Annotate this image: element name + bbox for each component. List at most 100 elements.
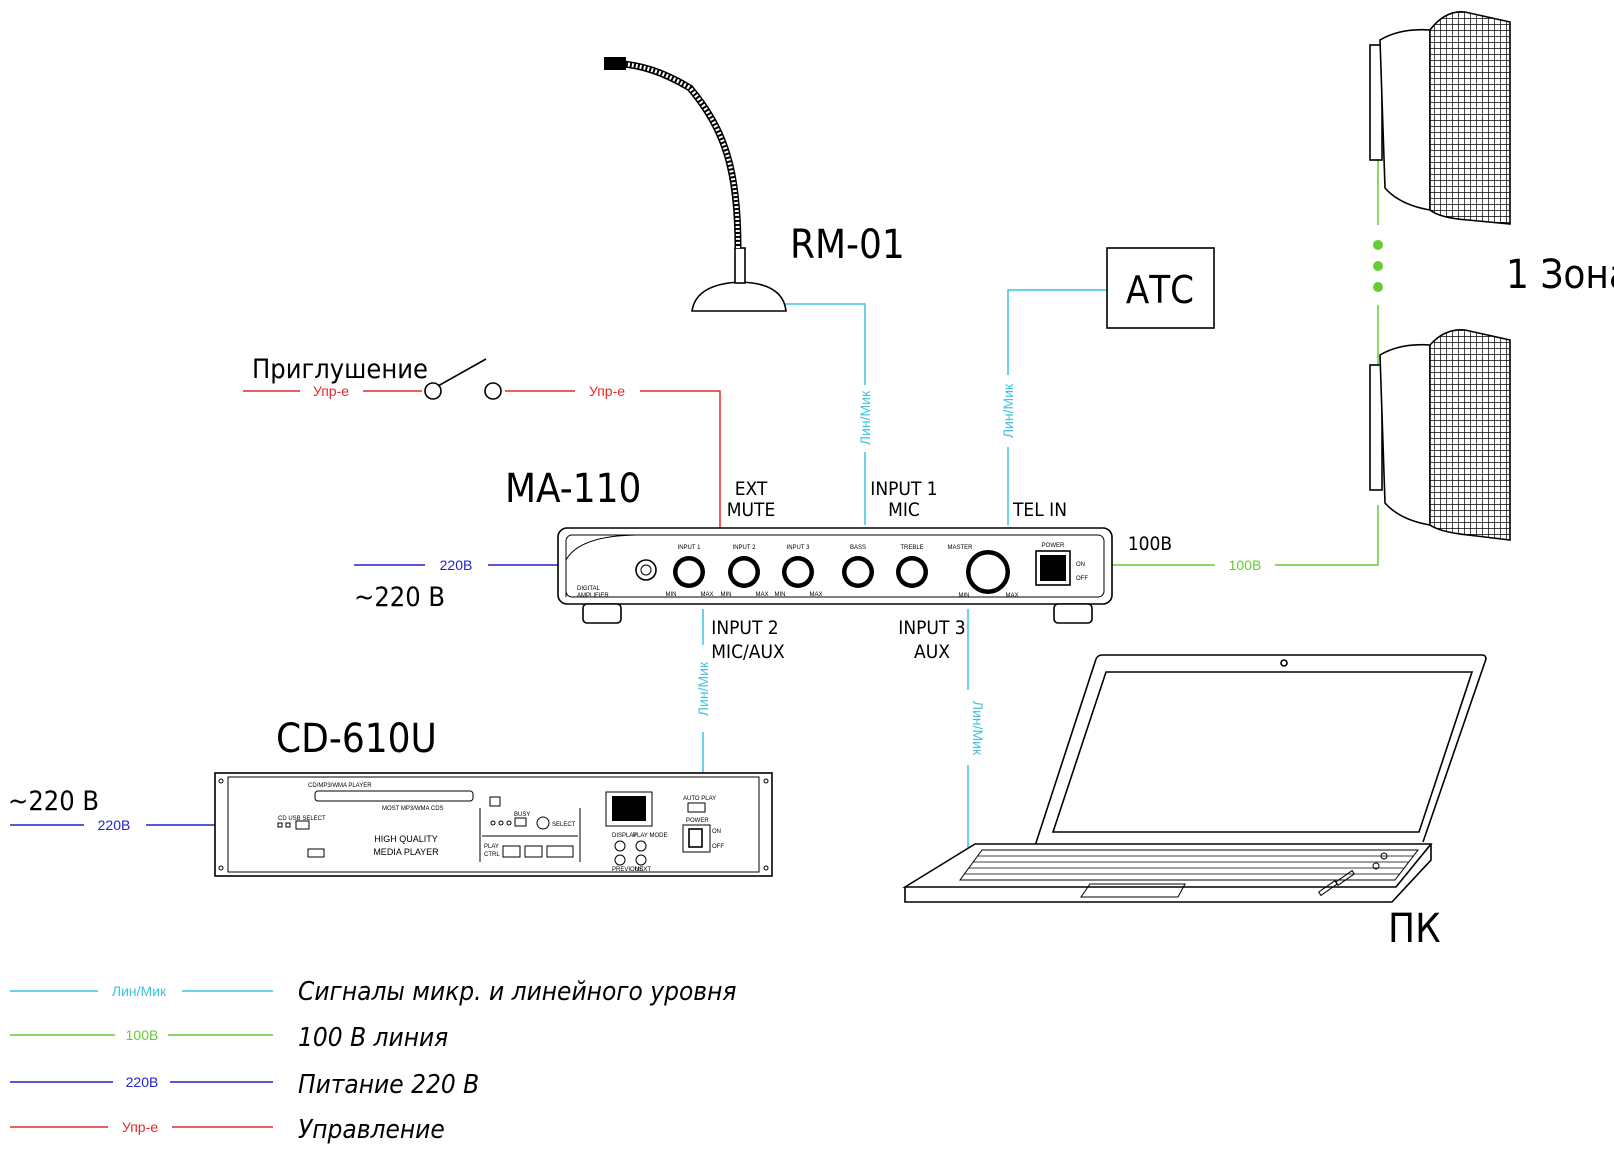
- port-input2-label: INPUT 2: [711, 617, 778, 639]
- cd-next-label: NEXT: [635, 867, 651, 873]
- knob-input1-max: MAX: [700, 592, 713, 598]
- cd-power-off: OFF: [712, 844, 724, 850]
- cd-playctrl-2: CTRL: [484, 852, 500, 858]
- mic-wire-label: Лин/Мик: [857, 390, 873, 445]
- amp-mic-jack-inner: [640, 564, 652, 576]
- pc-wire-label: Лин/Мик: [970, 701, 986, 756]
- zone-wire-b: [1275, 505, 1379, 566]
- laptop-lid-outer: [1032, 654, 1487, 853]
- knob-input1-min: MIN: [666, 592, 677, 598]
- atc-label: АТС: [1126, 268, 1194, 312]
- knob-input2-label: INPUT 2: [733, 545, 757, 551]
- cd-name-1: HIGH QUALITY: [374, 834, 438, 844]
- legend-item-power: 220В Питание 220 В: [10, 1070, 479, 1100]
- amp-brand-2: AMPLIFIER: [577, 593, 609, 599]
- knob-input3-min: MIN: [775, 592, 786, 598]
- speaker-top-body: [1379, 28, 1431, 211]
- cd-stop-button: [524, 845, 543, 858]
- knob-treble-cap: [899, 559, 925, 585]
- cd-busy-label: BUSY: [514, 812, 530, 818]
- amp-power-wire-label: 220В: [440, 557, 473, 573]
- legend-power-label: 220В: [126, 1074, 159, 1090]
- legend-control-label: Упр-е: [122, 1119, 158, 1135]
- cd-power-on: ON: [712, 829, 721, 835]
- mic-model-label: RM-01: [790, 222, 905, 268]
- power-wires: [10, 564, 558, 826]
- port-ext-label: EXT: [735, 478, 768, 500]
- mic-gooseneck: [623, 60, 742, 249]
- laptop-touchpad: [1080, 883, 1186, 898]
- mic-base: [691, 281, 787, 312]
- cd-front-panel: [227, 776, 760, 873]
- cd-slot-label: MOST MP3/WMA CDS: [382, 806, 444, 812]
- mic-neck-joint: [734, 247, 746, 284]
- zone-dot-2: [1373, 261, 1383, 271]
- mute-switch: [424, 358, 502, 400]
- zone-dot-1: [1373, 240, 1383, 250]
- amp-front-curve: [565, 534, 641, 597]
- port-aux-label: AUX: [914, 641, 950, 663]
- line100-wires: [1112, 160, 1379, 566]
- laptop-keys: [964, 855, 1414, 875]
- amp-model-label: MA-110: [505, 466, 641, 512]
- laptop-pc: [902, 654, 1487, 903]
- signal-labels: Лин/Мик Лин/Мик Лин/Мик Лин/Мик: [695, 383, 1016, 756]
- cd-select-label: SELECT: [552, 822, 576, 828]
- amp-knob-treble: TREBLE: [896, 545, 928, 588]
- cd-screw-tl: [218, 778, 224, 784]
- signal-wires: [702, 289, 1107, 848]
- control-label-right: Упр-е: [589, 383, 625, 399]
- knob-bass-cap: [845, 559, 871, 585]
- port-input3-label: INPUT 3: [898, 617, 965, 639]
- legend-item-signal: Лин/Мик Сигналы микр. и линейного уровня: [10, 977, 736, 1007]
- zone-label: 1 Зона: [1506, 252, 1614, 298]
- amp-power-switch: POWER ON OFF: [1035, 543, 1088, 586]
- amp-foot-left: [582, 603, 622, 624]
- cd-wire-label: Лин/Мик: [695, 661, 711, 716]
- knob-input2-min: MIN: [721, 592, 732, 598]
- laptop-camera: [1280, 659, 1288, 667]
- cd-led-3: [506, 820, 512, 826]
- speaker-bottom: [1369, 328, 1511, 541]
- cd-eject-button: [502, 845, 521, 858]
- cd-playmode-label: PLAY MODE: [633, 833, 667, 839]
- cd-prev-label: PREVIOUS: [612, 867, 643, 873]
- cd-select-button: [295, 820, 310, 830]
- cd-display-button: [614, 840, 626, 852]
- knob-treble-label: TREBLE: [900, 545, 923, 551]
- cd-led-cd: [277, 822, 283, 828]
- laptop-keyboard: [959, 849, 1420, 881]
- laptop-port-2: [1317, 879, 1339, 897]
- mute-switch-label: Приглушение: [252, 354, 428, 385]
- cd-led-2: [498, 820, 504, 826]
- atc-wire-label: Лин/Мик: [1000, 383, 1016, 438]
- port-mute-label: MUTE: [727, 499, 776, 521]
- knob-master-label: MASTER: [947, 545, 973, 551]
- port-mic-label: MIC: [888, 499, 920, 521]
- knob-master-max: MAX: [1005, 593, 1018, 599]
- port-100v-label: 100В: [1128, 533, 1172, 555]
- laptop-base-edge: [904, 844, 1432, 903]
- cd-power-frame: [682, 824, 711, 853]
- control-wires: [243, 390, 721, 528]
- control-labels: Упр-е Упр-е: [313, 383, 625, 399]
- cd-usb-select-label: CD USB SELECT: [278, 816, 326, 822]
- amp-power-on: ON: [1076, 562, 1085, 568]
- atc-box: АТС: [1106, 247, 1215, 329]
- zone-dot-3: [1373, 282, 1383, 292]
- legend-signal-text: Сигналы микр. и линейного уровня: [298, 977, 736, 1007]
- cd-model-label: CD-610U: [276, 716, 437, 762]
- knob-input1-cap: [676, 559, 702, 585]
- cd-play-button: [546, 845, 574, 858]
- amp-power-source-label: ~220 В: [354, 582, 445, 613]
- amp-brand-1: DIGITAL: [577, 586, 601, 592]
- amp-knob-input3: INPUT 3 MIN MAX: [775, 545, 823, 598]
- cd-name-2: MEDIA PLAYER: [373, 847, 439, 857]
- cd-led-1: [490, 820, 496, 826]
- cd-next-button: [635, 854, 647, 866]
- cd-power-source-label: ~220 В: [8, 786, 99, 817]
- speaker-top-grille: [1429, 11, 1511, 225]
- cd-power-wire-label: 220В: [98, 817, 131, 833]
